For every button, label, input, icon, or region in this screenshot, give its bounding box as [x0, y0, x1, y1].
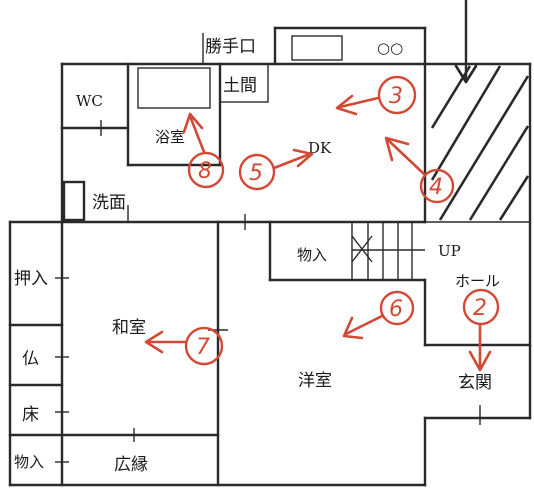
room-label-monoire: 物入 [14, 453, 44, 471]
room-label-oshiire: 押入 [14, 269, 48, 289]
bath-area: 浴室 [126, 62, 222, 167]
marker-7-number: 7 [196, 335, 210, 360]
marker-5: 5 [238, 148, 314, 191]
marker-2-number: 2 [473, 296, 487, 321]
marker-3: 3 [335, 75, 417, 116]
marker-5-number: 5 [249, 161, 263, 186]
stairs: 物入 UP [268, 220, 461, 282]
marker-4: 4 [384, 136, 455, 204]
room-label-toko: 床 [22, 405, 39, 425]
stairs-up-label: UP [438, 242, 461, 260]
stove-burners: ○○ [377, 39, 403, 57]
room-label-butsudan: 仏 [22, 349, 39, 369]
room-label-hiroen: 広縁 [114, 455, 148, 475]
marker-8-number: 8 [198, 159, 212, 184]
marker-6-number: 6 [389, 297, 403, 322]
marker-4-number: 4 [429, 175, 443, 200]
dk-area: DK [308, 139, 332, 157]
interior-walls [8, 214, 427, 487]
room-label-wc: WC [76, 92, 103, 110]
room-label-washitsu: 和室 [112, 318, 146, 338]
room-label-genkan: 玄関 [458, 373, 492, 393]
marker-6: 6 [342, 290, 415, 340]
marker-3-number: 3 [389, 84, 403, 109]
doma-area: 土間 [219, 63, 269, 103]
marker-7: 7 [144, 326, 224, 366]
room-label-youshitsu: 洋室 [298, 371, 332, 391]
marker-2: 2 [462, 288, 500, 372]
hall-genkan: ホール 玄関 [423, 272, 532, 425]
room-label-monoire-stairs: 物入 [297, 246, 327, 264]
room-label-yokushitsu: 浴室 [155, 128, 185, 146]
room-label-senmen: 洗面 [92, 193, 126, 213]
senmen-area: 洗面 [62, 180, 129, 222]
katteguchi-area: ○○ 勝手口 [202, 26, 427, 66]
room-label-doma: 土間 [223, 76, 257, 96]
room-label-katteguchi: 勝手口 [205, 37, 256, 57]
room-label-dk: DK [308, 139, 332, 157]
room-label-hall: ホール [455, 272, 500, 290]
marker-8: 8 [182, 112, 225, 189]
wc-area: WC [60, 62, 130, 167]
